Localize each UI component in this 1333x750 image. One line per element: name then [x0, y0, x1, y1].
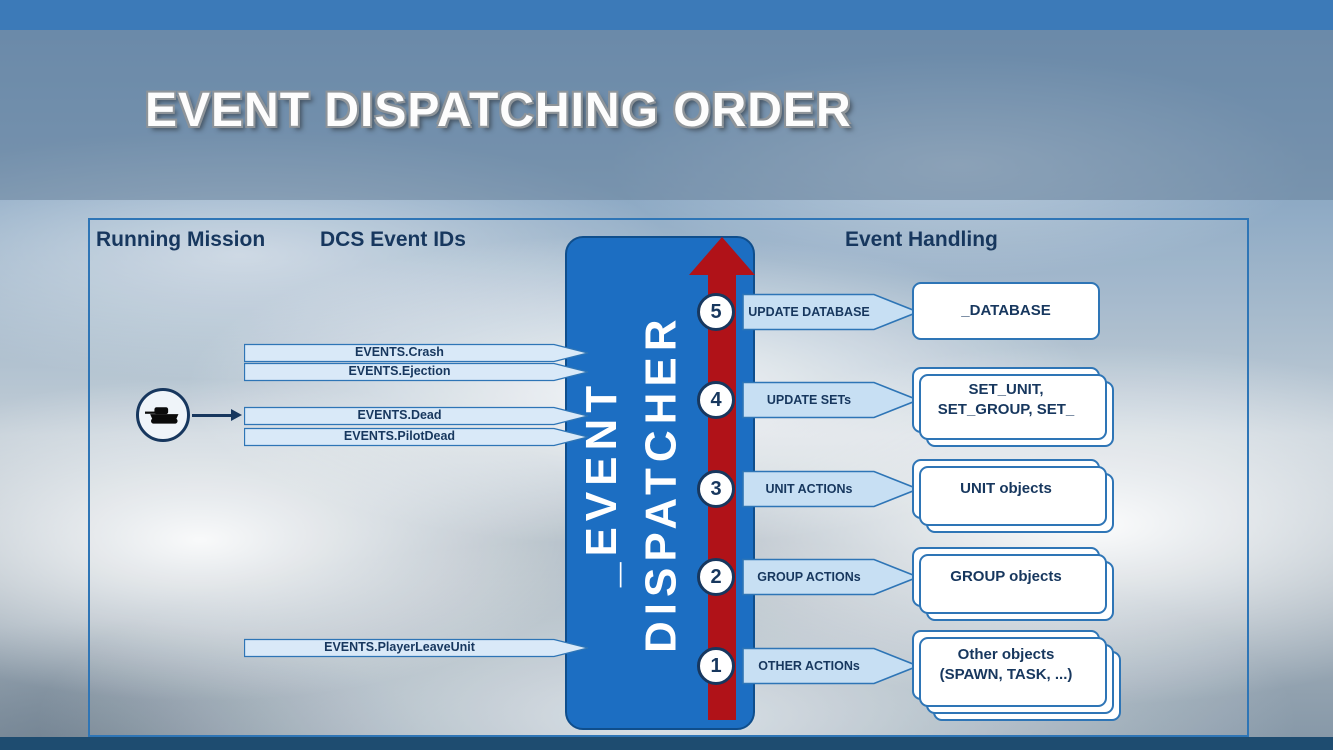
unit-connector-arrowhead-icon: [231, 409, 242, 421]
step-circle-4: 4: [697, 381, 735, 419]
event-label-crash: EVENTS.Crash: [355, 345, 444, 359]
title-band: [0, 30, 1333, 200]
target-box-label: _DATABASE: [961, 301, 1051, 319]
action-label-update-database: UPDATE DATABASE: [748, 305, 870, 319]
step-circle-2: 2: [697, 558, 735, 596]
action-arrow-icon-5: [742, 291, 920, 333]
action-arrow-icon-3: [742, 468, 920, 510]
target-box-label: UNIT objects: [960, 479, 1052, 497]
unit-badge: [136, 388, 190, 442]
target-box-other-objects: Other objects (SPAWN, TASK, ...): [912, 630, 1121, 721]
target-box-sets: SET_UNIT, SET_GROUP, SET_: [912, 367, 1100, 433]
action-label-update-sets: UPDATE SETs: [766, 393, 852, 407]
bottom-band: [0, 737, 1333, 750]
action-arrow-icon-2: [742, 556, 920, 598]
action-arrow-icon-1: [742, 645, 920, 687]
header-event-handling: Event Handling: [845, 228, 998, 251]
header-dcs-event-ids: DCS Event IDs: [320, 228, 466, 251]
page-title: EVENT DISPATCHING ORDER: [145, 84, 852, 137]
event-arrow-icon-pilot-dead: [244, 427, 589, 447]
event-dispatcher-label: _EVENT DISPATCHER: [577, 313, 686, 653]
target-box-label: Other objects (SPAWN, TASK, ...): [939, 645, 1073, 683]
event-label-player-leave-unit: EVENTS.PlayerLeaveUnit: [324, 640, 475, 654]
action-arrow-icon-4: [742, 379, 920, 421]
action-label-unit-actions: UNIT ACTIONs: [765, 482, 853, 496]
step-circle-3: 3: [697, 470, 735, 508]
target-box-label: SET_UNIT, SET_GROUP, SET_: [937, 380, 1075, 418]
target-box-unit-objects: UNIT objects: [912, 459, 1100, 519]
tank-icon: [145, 407, 179, 424]
target-box-label: GROUP objects: [950, 567, 1062, 585]
header-running-mission: Running Mission: [96, 228, 266, 251]
event-arrow-icon-player-leave-unit: [244, 638, 589, 658]
target-box-database: _DATABASE: [912, 282, 1100, 340]
target-box-group-objects: GROUP objects: [912, 547, 1100, 607]
event-label-dead: EVENTS.Dead: [357, 408, 442, 422]
event-arrow-icon-ejection: [244, 362, 589, 382]
event-arrow-icon-crash: [244, 343, 589, 363]
action-label-other-actions: OTHER ACTIONs: [758, 659, 860, 673]
event-arrow-icon-dead: [244, 406, 589, 426]
step-circle-5: 5: [697, 293, 735, 331]
step-circle-1: 1: [697, 647, 735, 685]
action-label-group-actions: GROUP ACTIONs: [757, 570, 861, 584]
unit-connector-line: [192, 414, 232, 417]
event-label-ejection: EVENTS.Ejection: [348, 364, 451, 378]
up-arrow-head-icon: [689, 237, 755, 275]
event-label-pilot-dead: EVENTS.PilotDead: [343, 429, 456, 443]
top-band: [0, 0, 1333, 30]
